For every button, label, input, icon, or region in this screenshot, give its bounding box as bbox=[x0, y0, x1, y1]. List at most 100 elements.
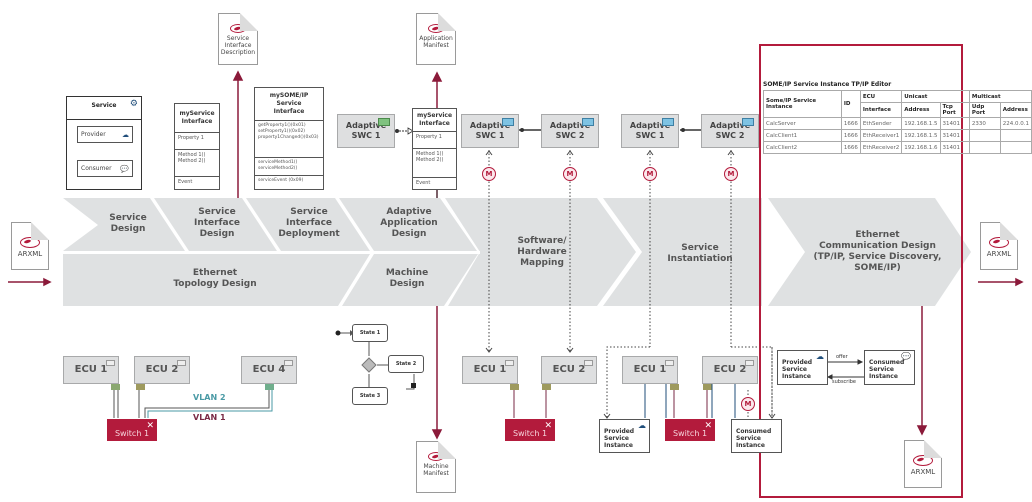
col-header: ECU bbox=[859, 90, 903, 103]
vector-logo-icon bbox=[20, 237, 40, 248]
cell[interactable] bbox=[999, 141, 1032, 154]
cell[interactable]: CalcClient1 bbox=[763, 129, 842, 142]
cell[interactable] bbox=[999, 129, 1032, 142]
chevron-label-service-interface-deployment: Service Interface Deployment bbox=[278, 207, 340, 239]
ecu1-instantiation[interactable]: ECU 1 bbox=[622, 356, 678, 384]
cell[interactable]: 192.168.1.6 bbox=[901, 141, 941, 154]
table-row[interactable]: CalcClient2 1666 EthReceiver2 192.168.1.… bbox=[763, 141, 1032, 154]
col-header: Address bbox=[999, 102, 1032, 118]
adaptive-swc2-mapping[interactable]: Adaptive SWC 2 bbox=[541, 114, 599, 148]
arxml-output-doc[interactable]: ARXML bbox=[980, 222, 1018, 270]
cell[interactable]: 31401 bbox=[939, 129, 970, 142]
switch1-instantiation[interactable]: ✕Switch 1 bbox=[665, 419, 715, 441]
switch-icon: ✕ bbox=[704, 421, 712, 431]
ecu-label: ECU 4 bbox=[252, 364, 286, 375]
chevron-label-machine-design: Machine Design bbox=[385, 268, 429, 289]
switch1-topology[interactable]: ✕Switch 1 bbox=[107, 419, 157, 441]
cell[interactable]: EthReceiver2 bbox=[859, 141, 903, 154]
ecu-label: ECU 1 bbox=[473, 364, 507, 375]
decision-node bbox=[361, 357, 377, 373]
component-chip-icon bbox=[505, 360, 514, 366]
adaptive-swc2-instantiation[interactable]: Adaptive SWC 2 bbox=[701, 114, 759, 148]
chevron-row-top bbox=[63, 198, 477, 251]
table-row[interactable]: CalcClient1 1666 EthReceiver1 192.168.1.… bbox=[763, 129, 1032, 142]
ecu-label: ECU 2 bbox=[145, 364, 179, 375]
ecu-label: ECU 2 bbox=[713, 364, 747, 375]
arxml-bottom-doc[interactable]: ARXML bbox=[904, 440, 942, 488]
service-interface-description-doc[interactable]: Service Interface Description bbox=[218, 13, 258, 65]
switch-label: Switch 1 bbox=[672, 429, 708, 438]
component-chip-icon bbox=[665, 360, 674, 366]
ecu1-mapping[interactable]: ECU 1 bbox=[462, 356, 518, 384]
app-service-interface-box[interactable]: myService Interface Property 1 Method 1(… bbox=[412, 108, 457, 190]
component-chip-icon bbox=[662, 118, 674, 126]
vlan2-label: VLAN 2 bbox=[193, 393, 226, 402]
state-1[interactable]: State 1 bbox=[352, 324, 388, 342]
interface-title: mySOME/IP Service Interface bbox=[255, 88, 323, 121]
cell[interactable] bbox=[968, 129, 1001, 142]
switch1-mapping[interactable]: ✕Switch 1 bbox=[505, 419, 555, 441]
chevron-label-ethernet-topology-design: Ethernet Topology Design bbox=[173, 268, 257, 289]
provider-box[interactable]: Provider☁ bbox=[77, 126, 133, 143]
cell[interactable]: 2330 bbox=[968, 117, 1001, 130]
ecu2-topology[interactable]: ECU 2 bbox=[134, 356, 190, 384]
adaptive-swc1-design[interactable]: Adaptive SWC 1 bbox=[337, 114, 395, 148]
my-service-interface-box[interactable]: myService Interface Property 1 Method 1(… bbox=[174, 103, 220, 190]
doc-label: Service Interface Description bbox=[220, 35, 256, 56]
cell[interactable]: CalcServer bbox=[763, 117, 842, 130]
cell[interactable]: 1666 bbox=[840, 141, 861, 154]
col-header: ID bbox=[840, 90, 861, 118]
switch-icon: ✕ bbox=[544, 421, 552, 431]
interface-event: Event bbox=[416, 180, 431, 186]
chevron-label-service-instantiation: Service Instantiation bbox=[667, 243, 733, 264]
cell[interactable]: 31401 bbox=[939, 117, 970, 130]
doc-label: Application Manifest bbox=[419, 35, 453, 49]
cell[interactable]: 192.168.1.5 bbox=[901, 129, 941, 142]
consumer-box[interactable]: Consumer💬 bbox=[77, 160, 133, 177]
cell[interactable]: 192.168.1.5 bbox=[901, 117, 941, 130]
cell[interactable]: EthSender bbox=[859, 117, 903, 130]
chevron-service-interface-deployment bbox=[246, 198, 370, 251]
my-someip-service-interface-box[interactable]: mySOME/IP Service Interface getProperty1… bbox=[254, 87, 324, 190]
service-box[interactable]: Service ⚙ Provider☁ Consumer💬 bbox=[66, 96, 142, 190]
consumed-service-instance-comm[interactable]: 💬Consumed Service Instance bbox=[864, 350, 915, 385]
cell[interactable]: 224.0.0.1 bbox=[999, 117, 1032, 130]
vector-logo-icon bbox=[230, 24, 246, 33]
cell[interactable]: EthReceiver1 bbox=[859, 129, 903, 142]
vector-logo-icon bbox=[989, 237, 1009, 248]
swc-label: Adaptive SWC 1 bbox=[469, 121, 511, 140]
cell[interactable]: 31401 bbox=[939, 141, 970, 154]
provided-service-instance[interactable]: ☁Provided Service Instance bbox=[599, 419, 650, 453]
speech-bubble-icon: 💬 bbox=[901, 352, 911, 361]
application-manifest-doc[interactable]: Application Manifest bbox=[416, 13, 456, 65]
adaptive-swc1-mapping[interactable]: Adaptive SWC 1 bbox=[461, 114, 519, 148]
ecu1-topology[interactable]: ECU 1 bbox=[63, 356, 119, 384]
ecu4-topology[interactable]: ECU 4 bbox=[241, 356, 297, 384]
mapping-badge: M bbox=[482, 167, 496, 181]
ecu2-mapping[interactable]: ECU 2 bbox=[541, 356, 597, 384]
col-header: Address bbox=[901, 102, 941, 118]
cell[interactable]: CalcClient2 bbox=[763, 141, 842, 154]
machine-manifest-doc[interactable]: Machine Manifest bbox=[416, 441, 456, 493]
vlan1-label: VLAN 1 bbox=[193, 413, 226, 422]
cell[interactable] bbox=[968, 141, 1001, 154]
table-row[interactable]: CalcServer 1666 EthSender 192.168.1.5 31… bbox=[763, 117, 1032, 130]
vector-logo-icon bbox=[913, 455, 933, 466]
cell[interactable]: 1666 bbox=[840, 129, 861, 142]
swc-label: Adaptive SWC 2 bbox=[709, 121, 751, 140]
state-2[interactable]: State 2 bbox=[388, 355, 424, 373]
swc-label: Adaptive SWC 2 bbox=[549, 121, 591, 140]
component-chip-icon bbox=[284, 360, 293, 366]
instance-label: Consumed Service Instance bbox=[869, 359, 905, 380]
cell[interactable]: 1666 bbox=[840, 117, 861, 130]
cloud-icon: ☁ bbox=[122, 131, 129, 139]
state-3[interactable]: State 3 bbox=[352, 387, 388, 405]
interface-event: serviceEvent (0x09) bbox=[258, 178, 304, 183]
consumed-service-instance[interactable]: Consumed Service Instance bbox=[731, 419, 782, 453]
arxml-input-doc[interactable]: ARXML bbox=[11, 222, 49, 270]
offer-label: offer bbox=[836, 354, 848, 360]
ecu2-instantiation[interactable]: ECU 2 bbox=[702, 356, 758, 384]
provided-service-instance-comm[interactable]: ☁Provided Service Instance bbox=[777, 350, 828, 385]
adaptive-swc1-instantiation[interactable]: Adaptive SWC 1 bbox=[621, 114, 679, 148]
